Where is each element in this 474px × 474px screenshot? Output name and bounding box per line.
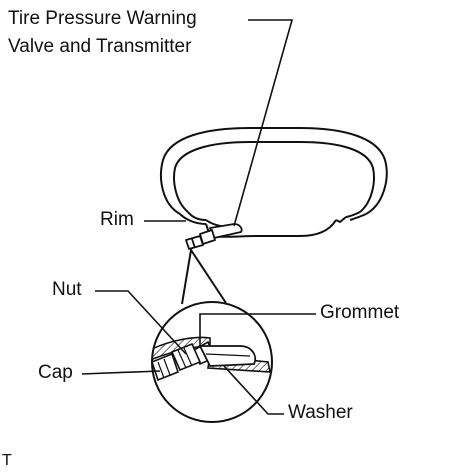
callout-pointer — [181, 247, 227, 305]
label-valve-and-transmitter: Valve and Transmitter — [8, 36, 192, 57]
zoom-detail — [152, 336, 271, 382]
label-tire-pressure-warning: Tire Pressure Warning — [8, 8, 197, 29]
label-rim: Rim — [100, 209, 134, 230]
figure-code: T — [2, 452, 12, 469]
label-nut: Nut — [52, 279, 82, 300]
valve-small — [185, 223, 243, 250]
label-grommet: Grommet — [320, 302, 400, 323]
leader-lines — [81, 19, 316, 415]
tire-outline — [160, 127, 388, 238]
label-washer: Washer — [288, 402, 353, 423]
label-cap: Cap — [38, 362, 73, 383]
